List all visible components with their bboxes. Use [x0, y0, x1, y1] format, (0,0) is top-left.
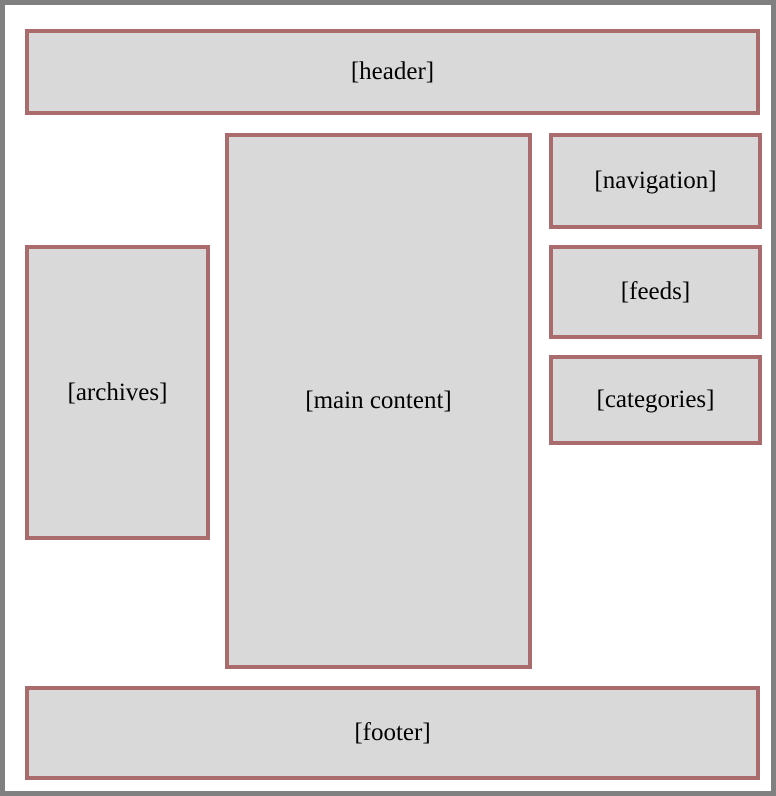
region-main-content-label: [main content]: [305, 387, 452, 415]
region-footer[interactable]: [footer]: [25, 686, 760, 780]
region-archives[interactable]: [archives]: [25, 245, 210, 540]
region-footer-label: [footer]: [354, 719, 431, 747]
region-archives-label: [archives]: [67, 378, 168, 406]
region-header[interactable]: [header]: [25, 29, 760, 115]
region-feeds-label: [feeds]: [620, 278, 691, 306]
region-header-label: [header]: [350, 58, 435, 86]
region-categories[interactable]: [categories]: [549, 355, 762, 445]
region-categories-label: [categories]: [596, 386, 715, 414]
region-navigation-label: [navigation]: [594, 167, 717, 195]
region-main-content[interactable]: [main content]: [225, 133, 532, 669]
region-feeds[interactable]: [feeds]: [549, 245, 762, 339]
region-navigation[interactable]: [navigation]: [549, 133, 762, 229]
